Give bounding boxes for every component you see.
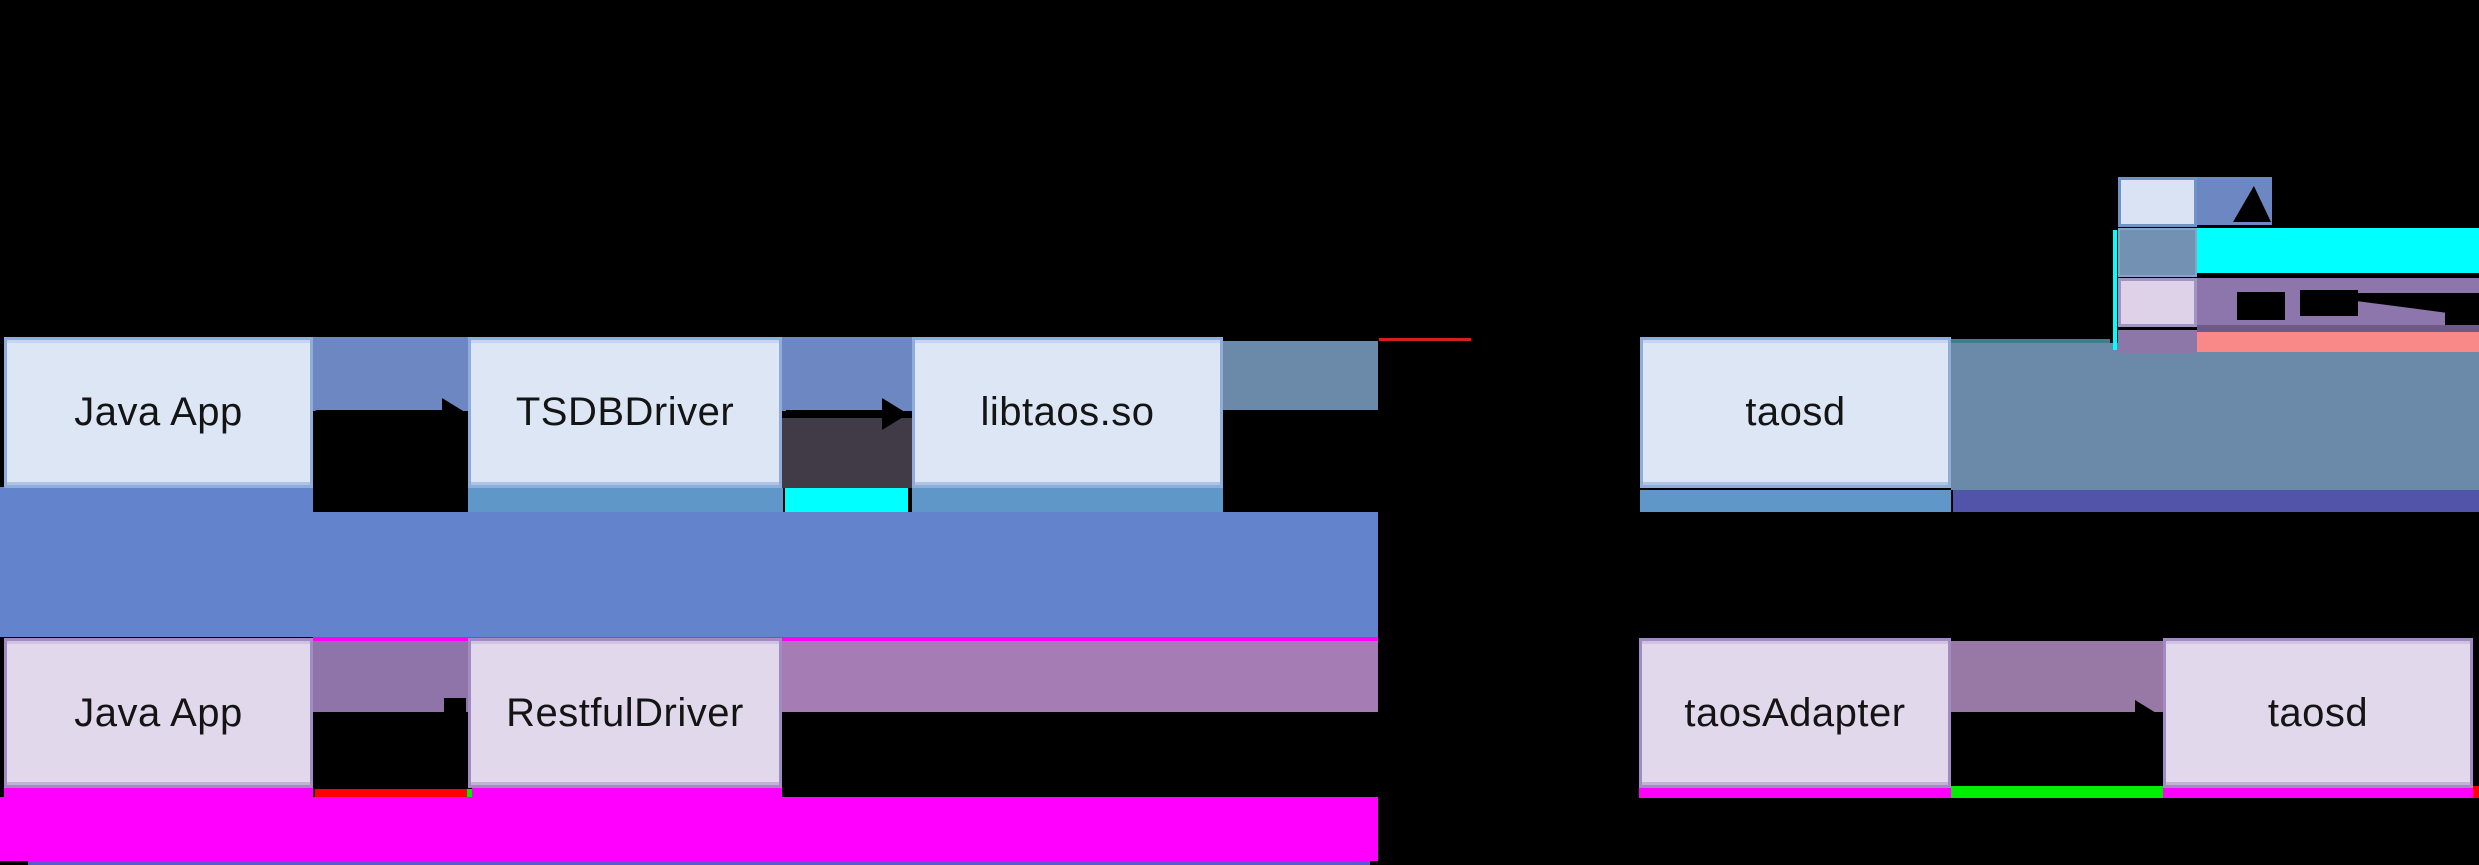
strip-under-tsdbdriver — [468, 488, 783, 512]
legend-dark-purple-strip — [2197, 325, 2479, 333]
box-java-app-rest-label: Java App — [74, 690, 243, 735]
arrow-tsdbdriver-to-libtaos-head — [882, 398, 908, 430]
arrow-javaapp-to-restfuldriver-head — [446, 700, 472, 732]
indigo-band — [1953, 490, 2479, 512]
box-java-app-rest: Java App — [4, 638, 313, 788]
rest-middle-mauve-band — [782, 641, 1378, 712]
box-taosd-native-label: taosd — [1745, 390, 1846, 434]
legend-band-4-salmon — [2197, 332, 2479, 352]
arrow-libtaos-to-taosd-head — [1612, 398, 1638, 430]
rest-right-mauve-band — [1951, 641, 2163, 712]
libtaos-taosd-steel-band — [1223, 341, 1378, 410]
strip-under-java-app-native — [0, 487, 313, 513]
bottom-magenta-band — [0, 797, 1378, 861]
strip-under-taosadapter — [1639, 786, 1951, 798]
legend-swatch-steel — [2118, 228, 2197, 277]
arrow-restfuldriver-to-taosadapter-head — [1611, 700, 1637, 732]
box-restfuldriver: RestfulDriver — [468, 638, 782, 788]
cyan-highlight-strip — [785, 488, 908, 512]
red-sliver-right — [2473, 786, 2479, 798]
strip-under-libtaos — [912, 488, 1223, 512]
arrow-libtaos-to-taosd — [1225, 410, 1617, 418]
arrow-restfuldriver-to-taosadapter — [786, 712, 1616, 720]
box-java-app-native: Java App — [4, 337, 313, 488]
box-tsdbdriver-label: TSDBDriver — [515, 390, 735, 434]
arrow-taosadapter-to-taosd — [2085, 712, 2140, 720]
red-highlight-strip — [315, 789, 467, 800]
legend-band-2-cyan — [2197, 228, 2479, 273]
legend-band-3-glyph-a — [2237, 292, 2285, 320]
box-java-app-native-label: Java App — [74, 390, 243, 434]
arrow-javaapp-to-tsdbdriver-head — [442, 398, 468, 430]
taosd-right-steel-region — [1951, 343, 2479, 490]
arrow-tsdbdriver-to-libtaos — [786, 410, 886, 418]
legend-swatch-light-blue — [2118, 177, 2197, 227]
legend-cyan-edge-sliver — [2113, 230, 2117, 350]
box-taosadapter-label: taosAdapter — [1684, 690, 1906, 735]
box-libtaos-label: libtaos.so — [980, 390, 1155, 434]
green-sliver-left — [467, 789, 472, 800]
rest-gap1-mauve-band — [313, 641, 468, 712]
arrow-taosadapter-to-taosd-head — [2135, 700, 2161, 732]
bottom-blue-line — [28, 861, 1370, 865]
legend-swatch-mauve — [2118, 330, 2197, 353]
box-taosd-rest-label: taosd — [2267, 690, 2369, 735]
legend-band-3-glyph-b — [2300, 290, 2358, 316]
middle-blue-band — [0, 512, 1378, 637]
box-tsdbdriver: TSDBDriver — [468, 337, 782, 488]
legend-swatch-lavender — [2118, 278, 2197, 327]
box-taosd-rest: taosd — [2163, 638, 2473, 788]
arrow-javaapp-to-restfuldriver — [317, 712, 445, 720]
box-restfuldriver-label: RestfulDriver — [506, 690, 744, 735]
strip-under-taosd-native — [1640, 490, 1951, 512]
red-guide-line — [1379, 338, 1471, 341]
strip-under-taosd-rest — [2163, 786, 2473, 798]
box-taosadapter: taosAdapter — [1639, 638, 1951, 788]
box-taosd-native: taosd — [1640, 337, 1951, 488]
magenta-divider-line — [313, 637, 1378, 641]
green-highlight-strip — [1951, 786, 2163, 798]
teal-guide-line — [1947, 339, 2110, 344]
box-libtaos: libtaos.so — [912, 337, 1223, 488]
arrow-javaapp-to-tsdbdriver — [317, 410, 447, 418]
